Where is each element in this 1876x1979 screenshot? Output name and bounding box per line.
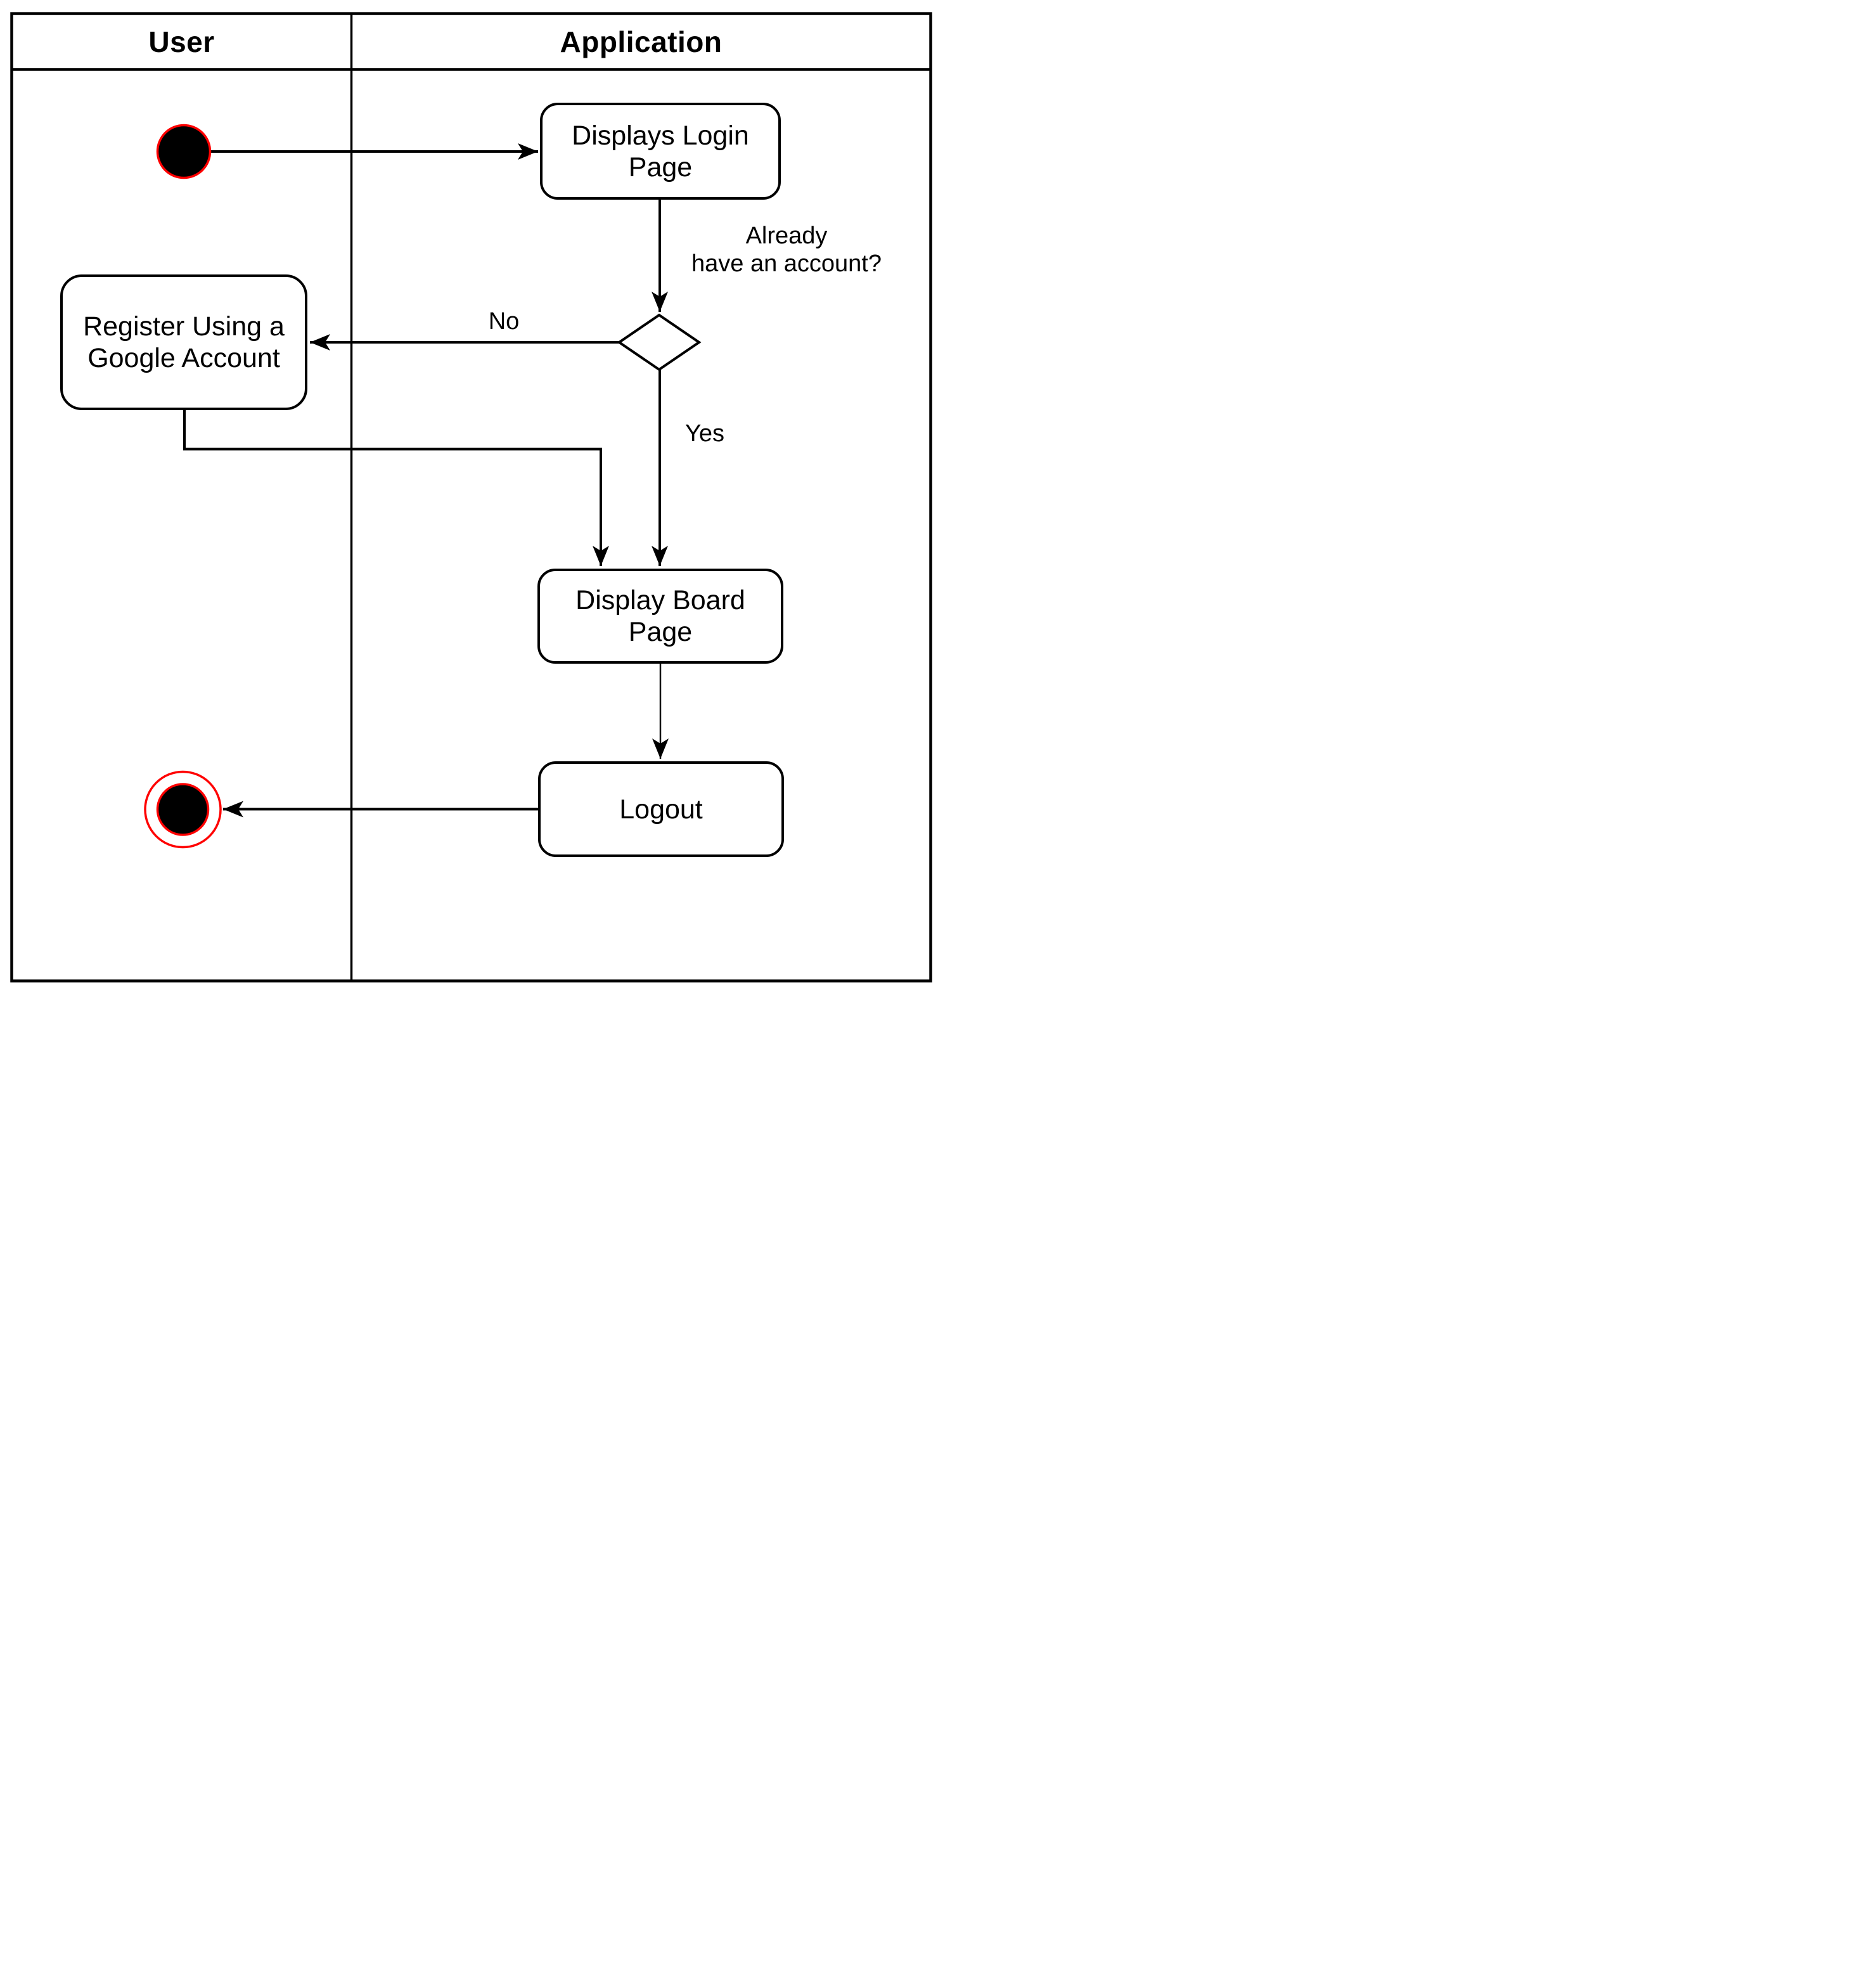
activity-logout-label: Logout bbox=[619, 794, 703, 825]
activity-register-google-account: Register Using a Google Account bbox=[60, 274, 307, 410]
activity-diagram: User Application Displays Login Page Reg… bbox=[0, 0, 938, 990]
lane-header-application: Application bbox=[352, 14, 930, 70]
lane-header-user: User bbox=[11, 14, 352, 70]
edge-label-no: No bbox=[488, 308, 520, 335]
start-node bbox=[156, 124, 212, 179]
edge-label-yes: Yes bbox=[685, 420, 724, 447]
activity-display-board-page-label: Display Board Page bbox=[575, 585, 745, 647]
activity-display-board-page: Display Board Page bbox=[537, 569, 783, 664]
activity-displays-login-page-label: Displays Login Page bbox=[572, 120, 749, 183]
diagram-canvas bbox=[10, 12, 932, 983]
lane-header-user-label: User bbox=[148, 25, 215, 58]
edge-register-to-display-board bbox=[183, 410, 609, 566]
activity-logout: Logout bbox=[538, 761, 784, 857]
activity-displays-login-page: Displays Login Page bbox=[540, 103, 781, 200]
activity-register-google-account-label: Register Using a Google Account bbox=[83, 311, 285, 373]
end-node bbox=[156, 783, 210, 836]
decision-question-label: Already have an account? bbox=[691, 222, 882, 277]
lane-header-application-label: Application bbox=[560, 25, 723, 58]
decision-node bbox=[617, 313, 702, 371]
swimlane-frame bbox=[10, 12, 932, 983]
